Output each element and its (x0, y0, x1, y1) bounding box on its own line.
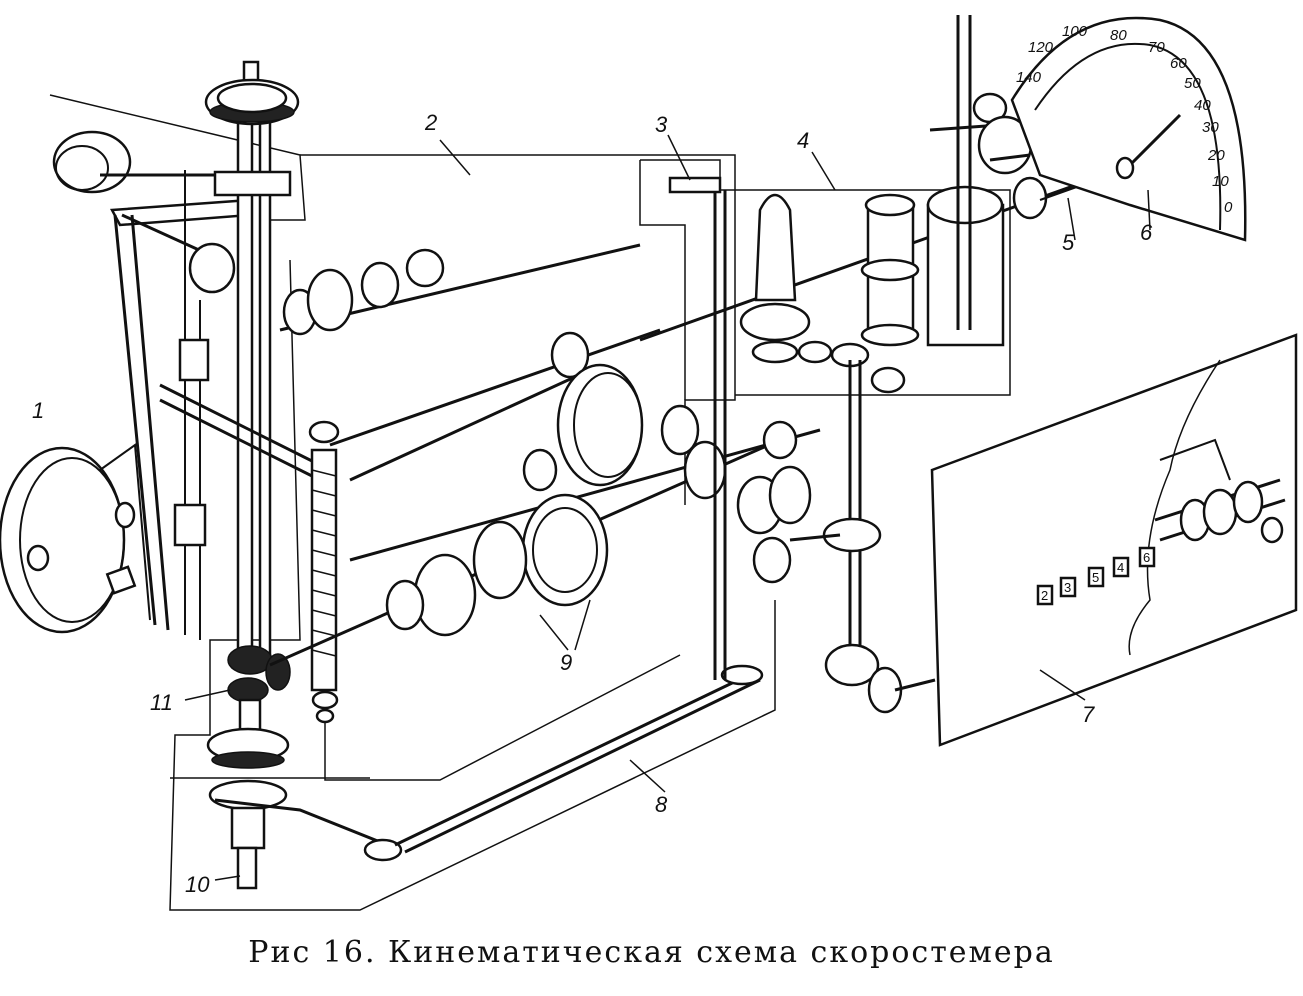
label-8: 8 (655, 792, 668, 817)
label-2: 2 (424, 110, 437, 135)
dial-tick: 10 (1212, 173, 1229, 190)
label-9: 9 (560, 650, 572, 675)
counter-digit: 2 (1041, 588, 1048, 603)
lower-gear-assembly (206, 645, 764, 890)
dial-tick: 20 (1207, 147, 1225, 164)
dial-tick: 50 (1184, 75, 1201, 92)
counter-digit: 6 (1143, 550, 1150, 565)
label-7: 7 (1082, 702, 1095, 727)
dial-tick: 80 (1110, 27, 1127, 44)
dial-tick: 60 (1170, 55, 1187, 72)
callout-labels: 1 2 3 4 5 6 7 8 9 10 11 (32, 110, 1153, 897)
dial-tick: 100 (1062, 23, 1088, 40)
label-5: 5 (1062, 230, 1075, 255)
speed-dial-6: 0 10 20 30 40 50 60 70 80 100 120 140 (1010, 16, 1247, 242)
label-1: 1 (32, 398, 44, 423)
drive-wheel-1 (0, 443, 151, 634)
dial-tick: 120 (1028, 39, 1054, 56)
label-4: 4 (797, 128, 809, 153)
vertical-rod-3 (668, 176, 727, 680)
label-6: 6 (1140, 220, 1153, 245)
dial-tick: 140 (1016, 69, 1042, 86)
transmission-shafts (269, 243, 821, 667)
label-3: 3 (655, 112, 668, 137)
counter-digit: 5 (1092, 570, 1099, 585)
counter-digits: 2 3 5 4 6 (1036, 546, 1156, 606)
label-10: 10 (185, 872, 210, 897)
counter-panel-7: 2 3 5 4 6 (930, 333, 1298, 747)
upper-wheel (52, 130, 252, 631)
main-vertical-shaft (159, 60, 331, 657)
recorder-section-4 (639, 178, 1091, 714)
label-leaders (184, 134, 1151, 881)
dial-tick: 0 (1224, 199, 1233, 216)
dial-tick: 40 (1194, 97, 1211, 114)
worm-screw (308, 420, 340, 724)
dial-drive-gears (929, 15, 1131, 330)
counter-digit: 4 (1117, 560, 1124, 575)
counter-digit: 3 (1064, 580, 1071, 595)
figure-caption: Рис 16. Кинематическая схема скоростемер… (248, 935, 1055, 970)
dial-tick: 30 (1202, 119, 1219, 136)
dial-tick: 70 (1148, 39, 1165, 56)
label-11: 11 (150, 690, 173, 715)
